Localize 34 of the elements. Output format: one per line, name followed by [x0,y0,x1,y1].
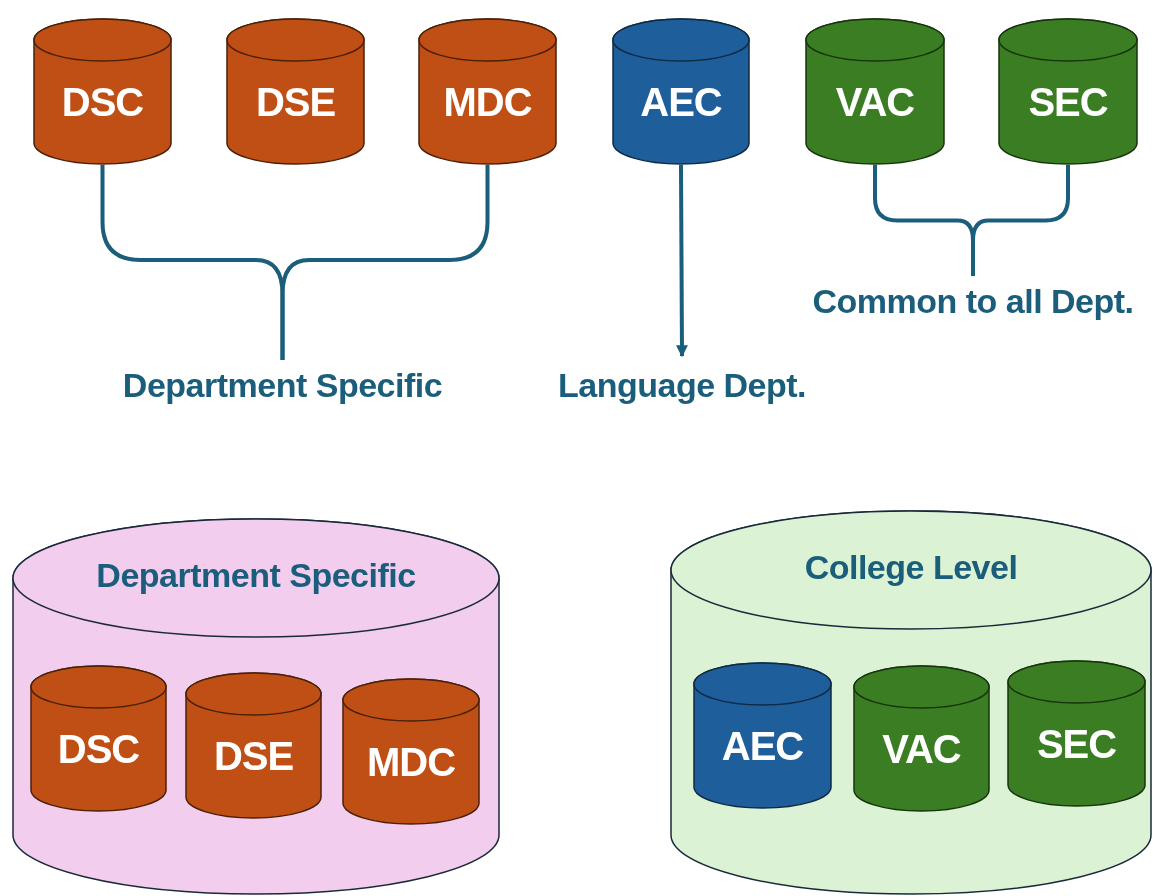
cylinder-label: DSC [60,80,145,125]
cylinder-label: Department Specific [95,556,417,595]
storage-cylinder [12,518,500,895]
group-label: Common to all Dept. [811,281,1135,322]
cylinder-label: DSE [212,734,295,779]
cylinder-label: College Level [803,548,1019,587]
group-label: Language Dept. [557,365,807,406]
group-label: Department Specific [121,365,444,406]
database-cylinder [612,18,750,165]
storage-cylinder [670,510,1152,895]
database-cylinder [853,665,990,812]
database-cylinder [342,678,480,825]
cylinder-label: AEC [639,80,723,125]
database-cylinder [693,662,832,809]
database-cylinder [805,18,945,165]
cylinder-label: MDC [365,740,457,785]
cylinder-label: SEC [1035,722,1118,767]
connector-line [280,165,490,360]
cylinder-label: MDC [442,80,533,125]
database-cylinder [185,672,322,819]
database-cylinder [998,18,1138,165]
cylinder-label: DSC [56,727,141,772]
cylinder-label: SEC [1027,80,1109,125]
cylinder-label: VAC [881,727,962,772]
connector-line [971,165,1070,276]
database-cylinder [33,18,172,165]
cylinder-label: AEC [720,724,805,769]
cylinder-label: VAC [834,80,916,125]
database-cylinder [226,18,365,165]
database-cylinder [418,18,557,165]
cylinder-label: DSE [254,80,337,125]
database-cylinder [1007,660,1146,807]
database-cylinder [30,665,167,812]
arrow [675,165,688,358]
